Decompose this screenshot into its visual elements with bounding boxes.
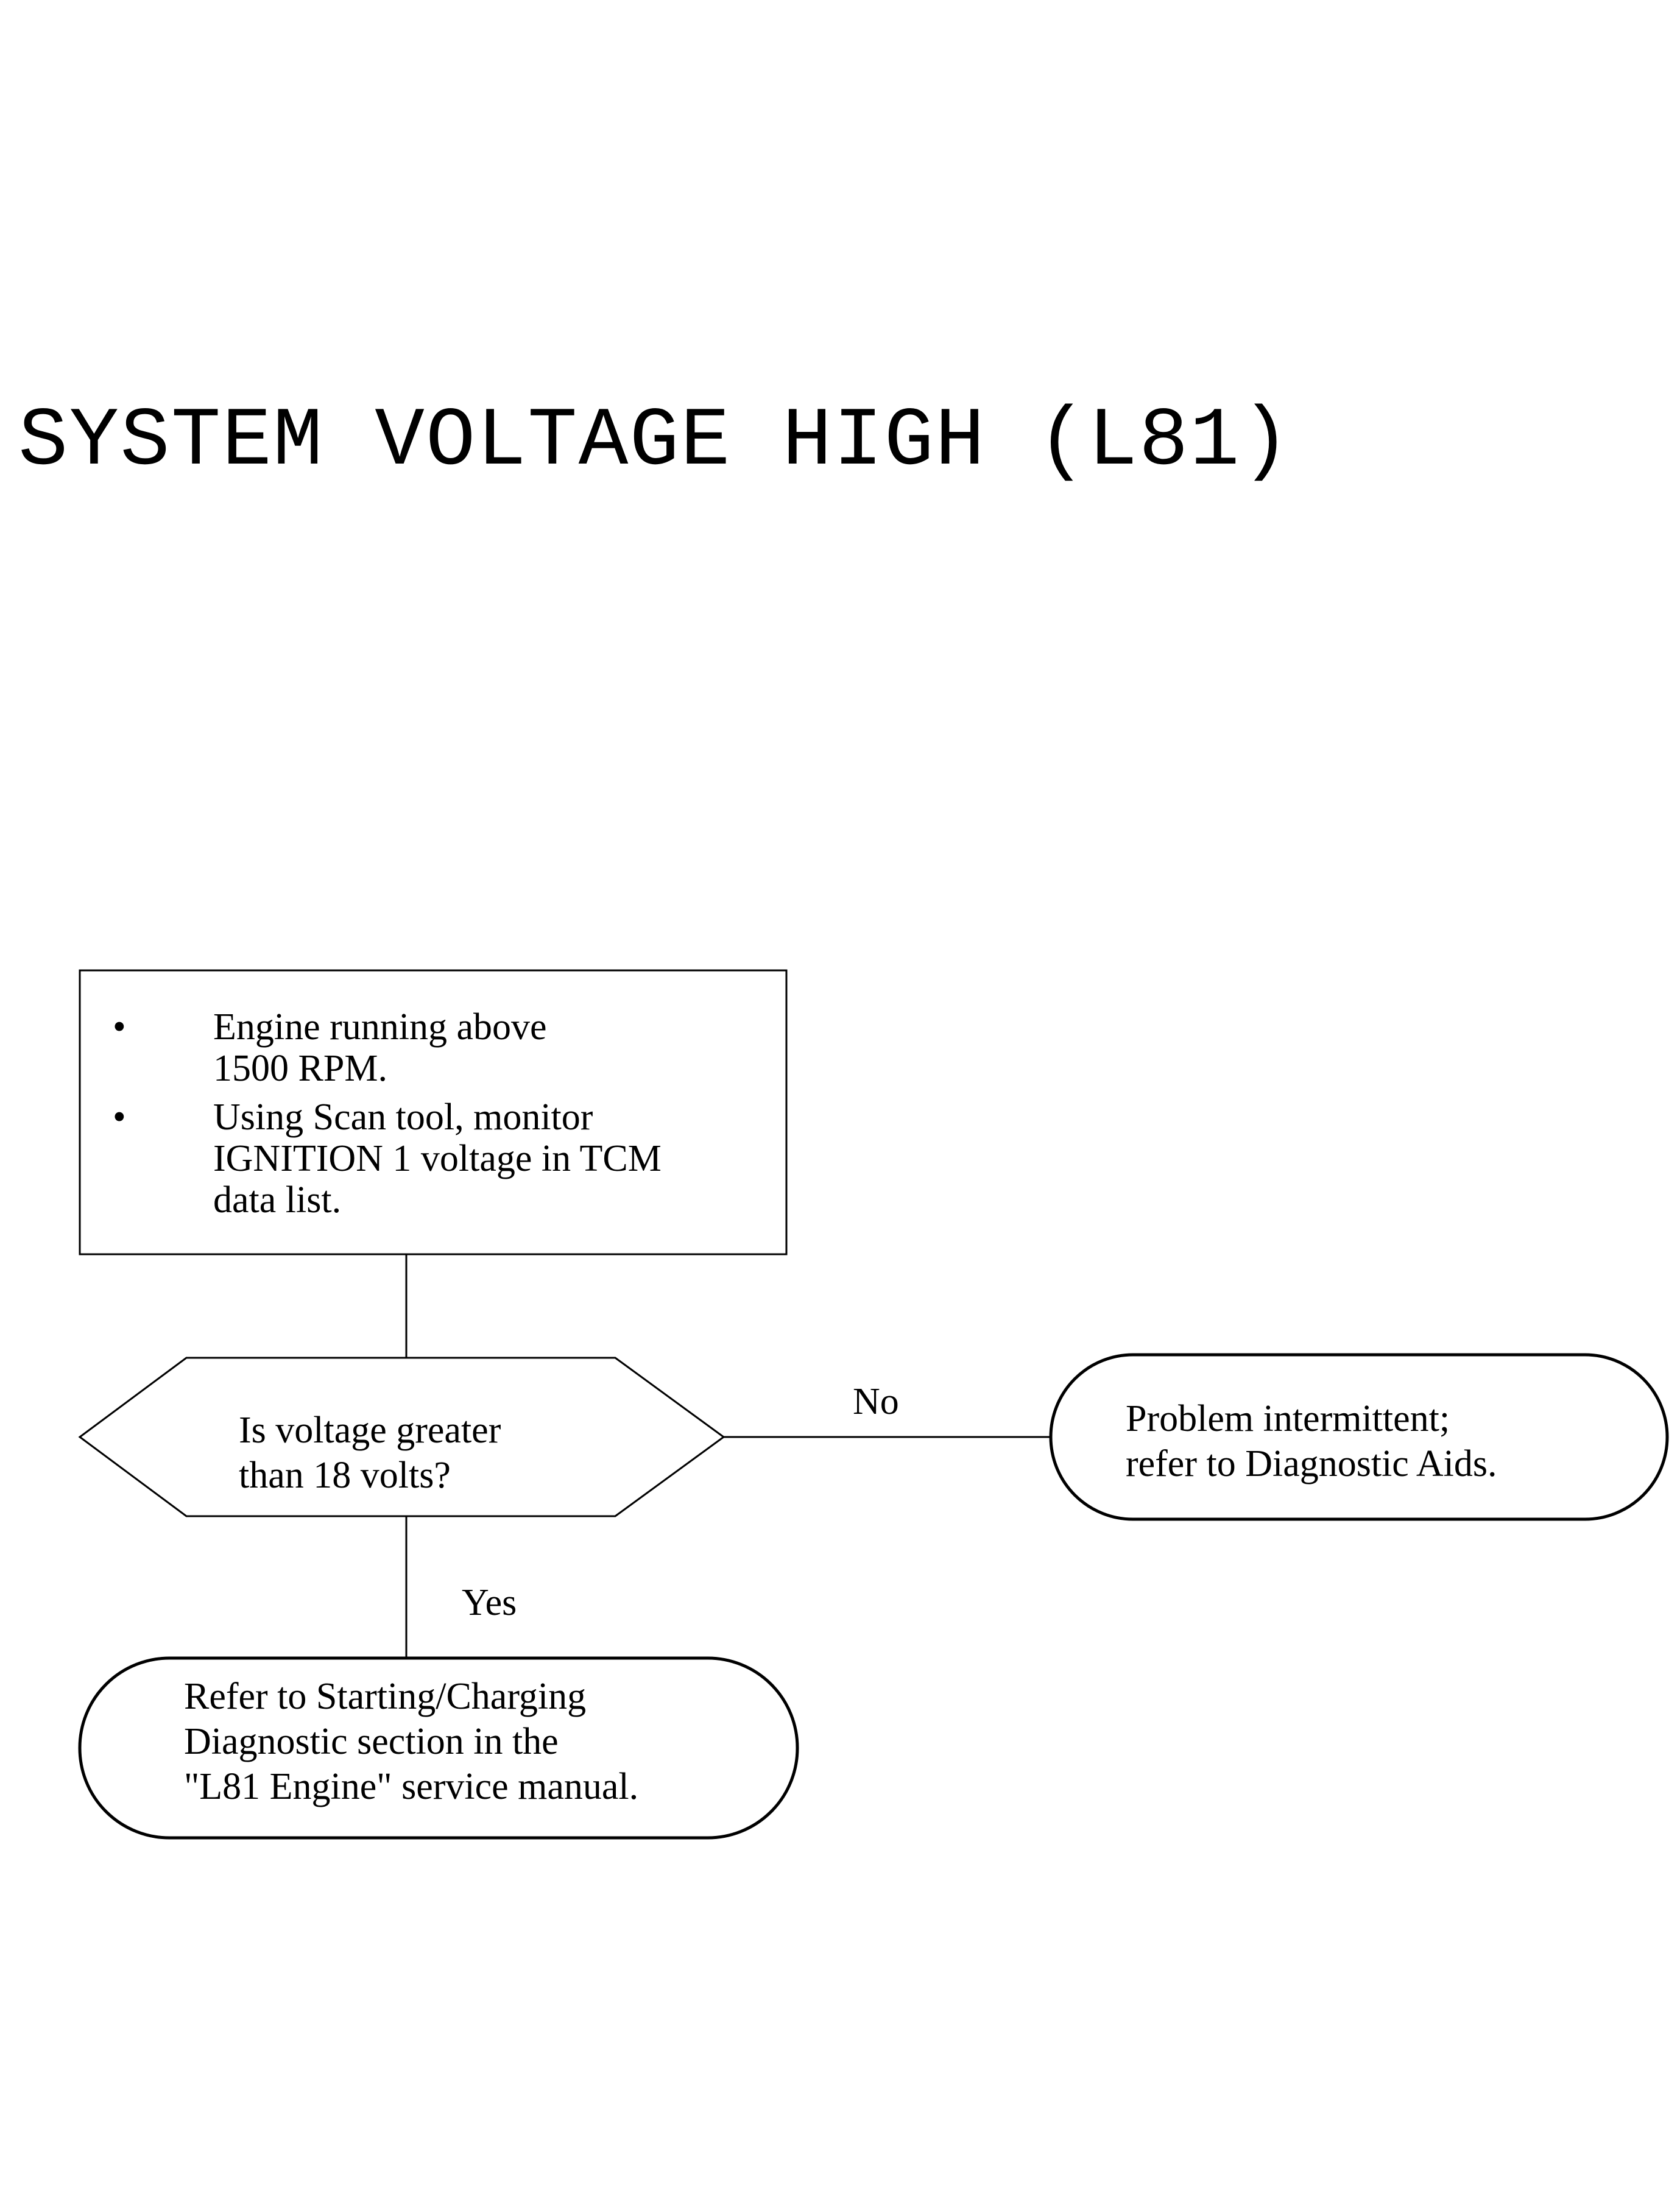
bullet-icon: • <box>113 1096 126 1138</box>
yes-result-terminator <box>78 1656 799 1840</box>
edge-label-no: No <box>853 1381 899 1422</box>
decision-shape <box>78 1357 725 1517</box>
no-result-terminator <box>1049 1353 1669 1521</box>
start-box <box>79 969 788 1255</box>
page-title: SYSTEM VOLTAGE HIGH (L81) <box>18 395 1292 489</box>
step-item: • Engine running above 1500 RPM. <box>113 1006 662 1089</box>
yes-result-text: Refer to Starting/Charging Diagnostic se… <box>184 1676 639 1807</box>
step-text: Using Scan tool, monitor IGNITION 1 volt… <box>213 1096 662 1221</box>
decision-text: Is voltage greater than 18 volts? <box>239 1410 501 1496</box>
step-item: • Using Scan tool, monitor IGNITION 1 vo… <box>113 1096 662 1221</box>
edge-label-yes: Yes <box>462 1582 517 1623</box>
bullet-icon: • <box>113 1006 126 1048</box>
step-text: Engine running above 1500 RPM. <box>213 1006 547 1089</box>
start-box-steps: • Engine running above 1500 RPM. • Using… <box>113 1006 662 1228</box>
no-result-text: Problem intermittent; refer to Diagnosti… <box>1126 1398 1497 1485</box>
